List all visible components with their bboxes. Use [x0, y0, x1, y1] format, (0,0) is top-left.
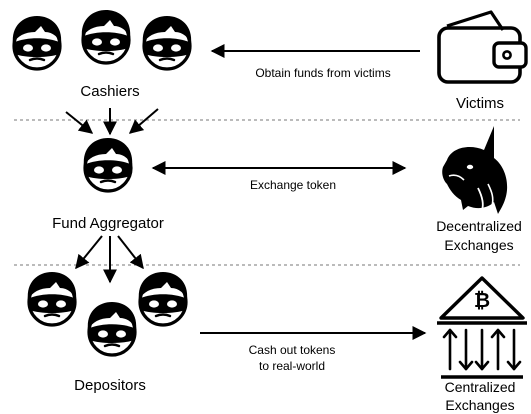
depositor-icon-2 [137, 270, 189, 327]
obtain-funds-label: Obtain funds from victims [255, 66, 391, 80]
aggregator-to-depositors-arrows [75, 235, 144, 284]
cashiers-to-aggregator-arrows [65, 108, 159, 136]
cashiers-label: Cashiers [80, 83, 140, 100]
cashout-label-line2: to real-world [258, 359, 326, 373]
cex-label-line2: Exchanges [445, 397, 515, 413]
depositor-icon-1 [26, 270, 78, 327]
exchange-label: Exchange token [249, 178, 337, 192]
dex-label-line2: Exchanges [444, 237, 514, 253]
aggregator-icon [82, 136, 134, 193]
bank-bitcoin-icon [437, 276, 527, 379]
cashout-label-line1: Cash out tokens [248, 343, 336, 357]
aggregator-label: Fund Aggregator [52, 215, 164, 232]
bitcoin-icon: ₿ [473, 290, 491, 312]
victims-label: Victims [455, 95, 505, 112]
cex-label-line1: Centralized [444, 379, 516, 395]
wallet-icon [437, 10, 528, 84]
dex-label-line1: Decentralized [436, 218, 522, 234]
depositors-label: Depositors [74, 377, 146, 394]
cashier-icon-2 [80, 8, 132, 65]
unicorn-icon [442, 126, 508, 214]
cashier-icon-1 [11, 14, 63, 71]
depositor-icon-3 [86, 300, 138, 357]
cashier-icon-3 [141, 14, 193, 71]
